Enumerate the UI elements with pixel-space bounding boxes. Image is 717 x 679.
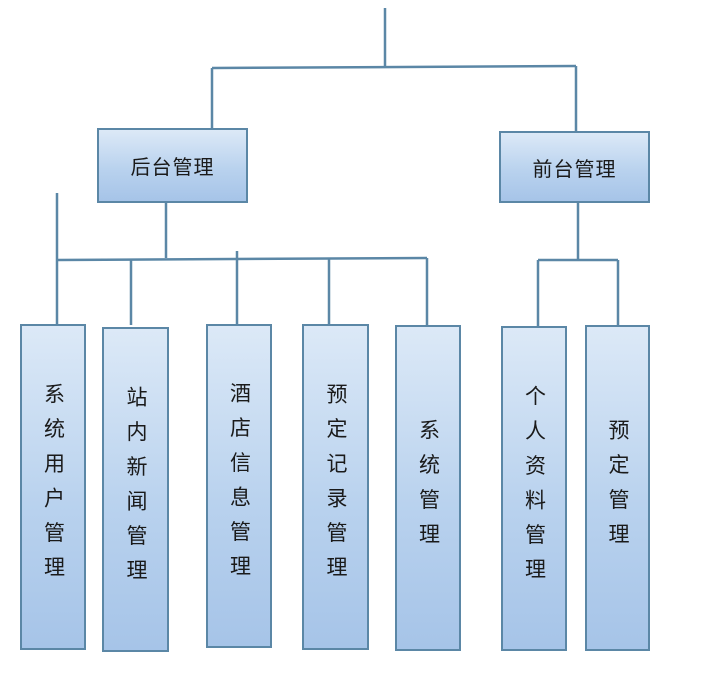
backend-bar xyxy=(56,256,428,262)
node-system: 系统管理 xyxy=(395,325,461,651)
node-backend: 后台管理 xyxy=(97,128,248,203)
root-bar xyxy=(211,64,577,70)
node-hotel: 酒店信息管理 xyxy=(206,324,272,648)
node-profile: 个人资料管理 xyxy=(501,326,567,651)
node-sys-user: 系统用户管理 xyxy=(20,324,86,650)
node-booking-record: 预定记录管理 xyxy=(302,324,369,650)
node-news: 站内新闻管理 xyxy=(102,327,169,652)
node-booking: 预定管理 xyxy=(585,325,650,651)
node-frontend: 前台管理 xyxy=(499,131,650,203)
